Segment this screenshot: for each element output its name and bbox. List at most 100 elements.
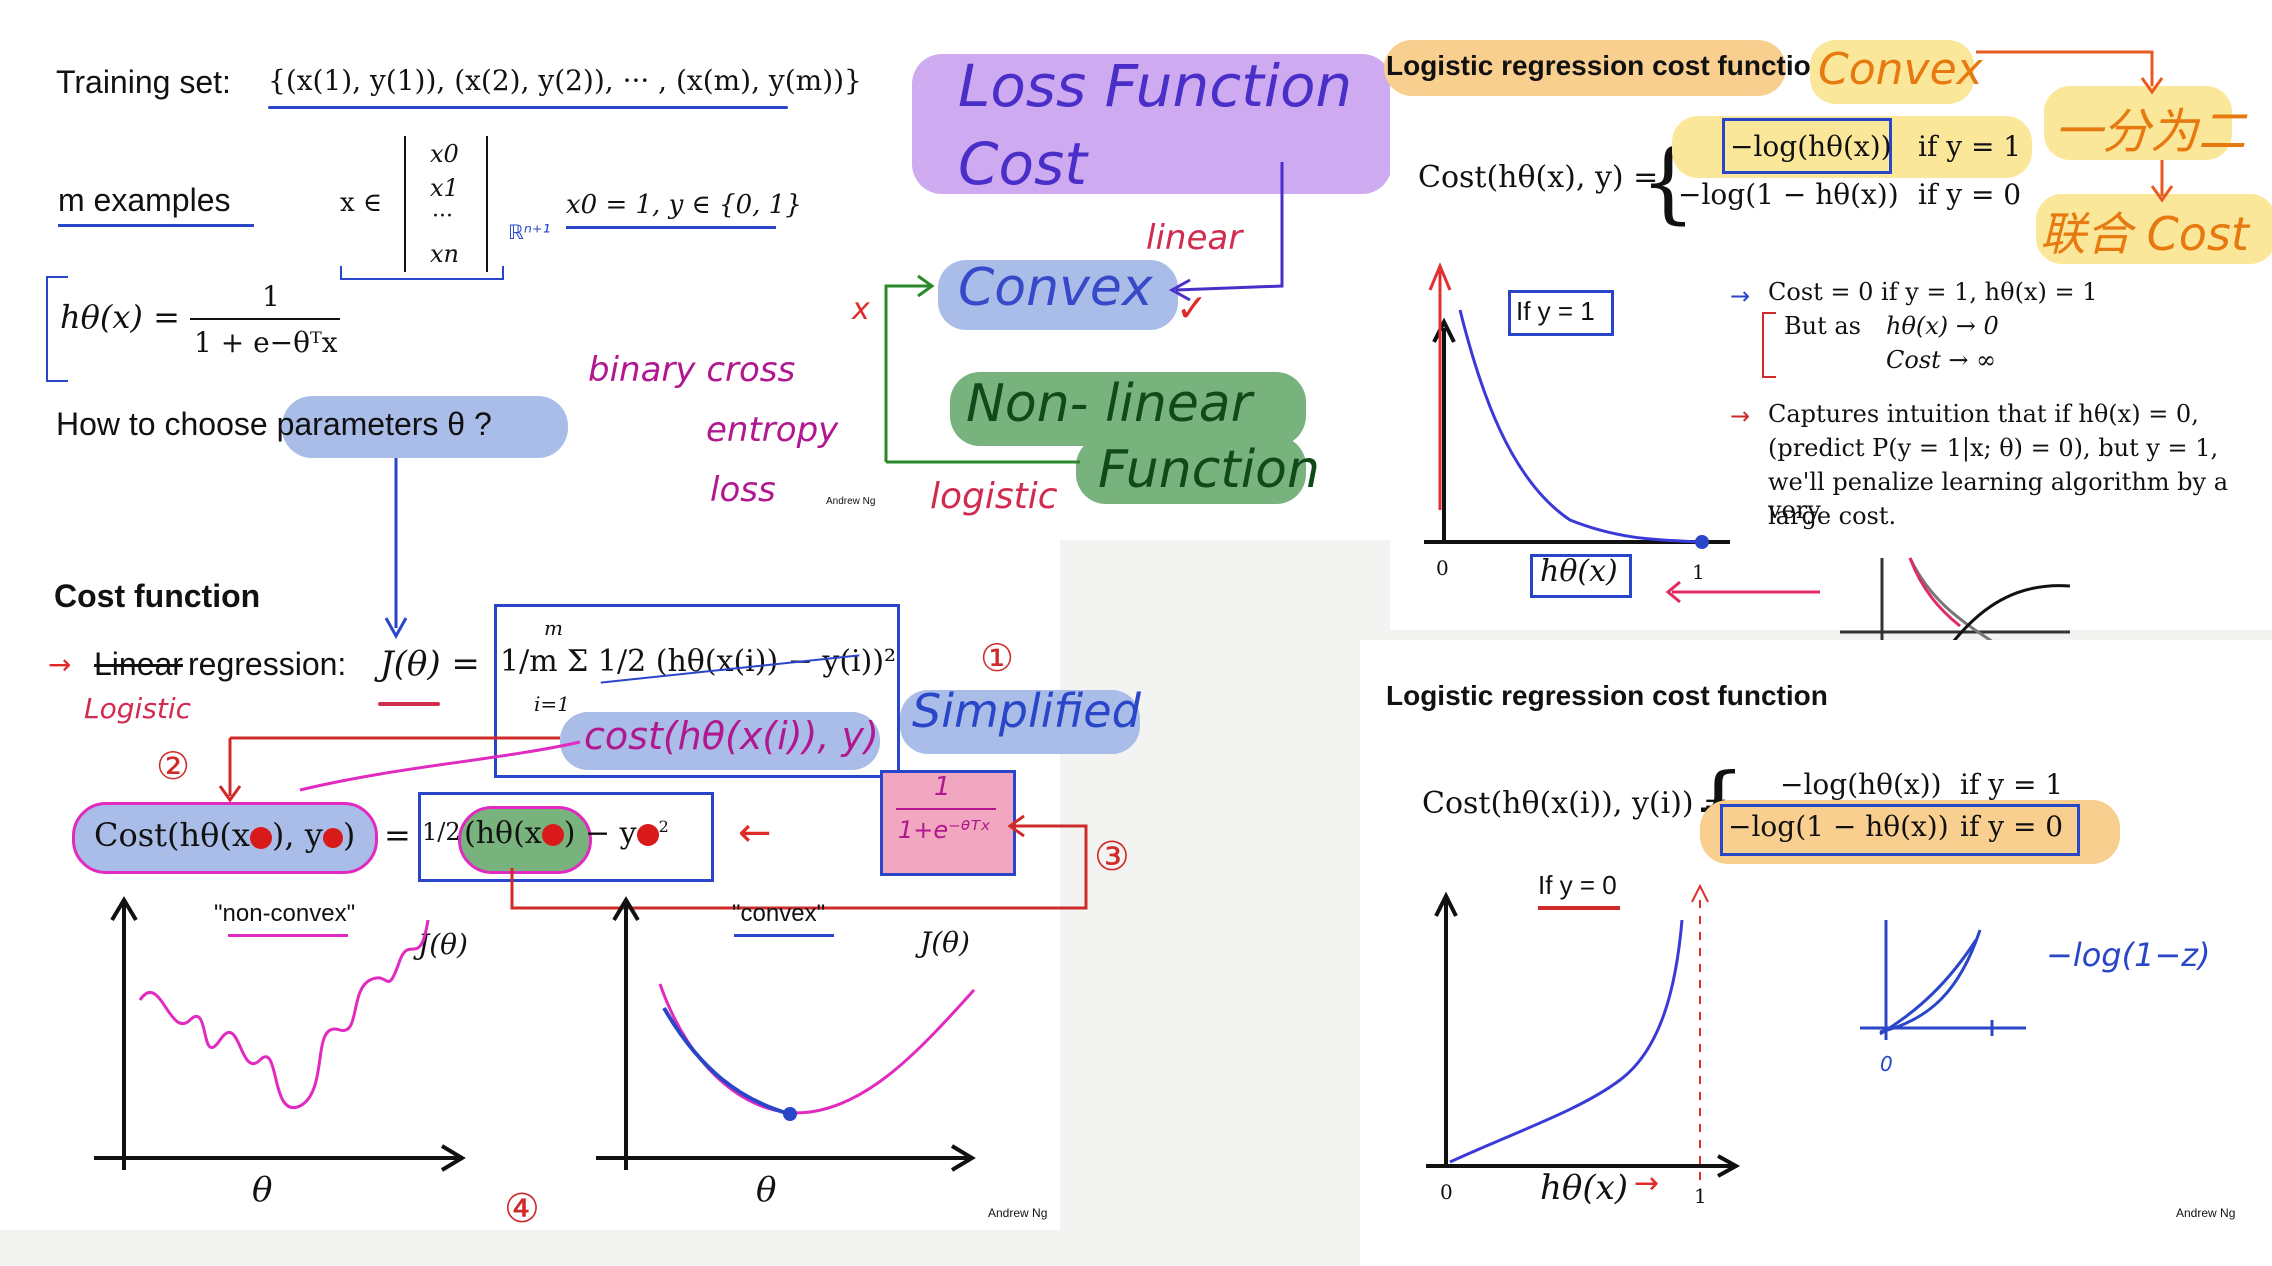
convex-note-highlight [1810, 40, 1974, 104]
sum-top: m [544, 616, 563, 640]
convex-note: Convex [1818, 44, 1983, 95]
training-set-label: Training set: [56, 64, 231, 100]
bullet1-line1: Cost = 0 if y = 1, hθ(x) = 1 [1768, 278, 2098, 306]
right-top-axis-label-box [1530, 554, 1632, 598]
cost-handwritten-highlight [560, 712, 880, 770]
sum-box [494, 604, 900, 778]
right-top-plot [1424, 262, 1730, 549]
bullet1-line3: Cost → ∞ [1886, 346, 1997, 374]
sigmoid-bar [896, 808, 996, 810]
x0-condition: x0 = 1, y ∈ {0, 1} [566, 190, 802, 220]
binary-note-3: loss [710, 470, 776, 510]
convex-highlight [938, 260, 1178, 330]
h-expr-highlight [458, 806, 592, 874]
right-top-cost-lhs: Cost(hθ(x), y) = [1418, 160, 1659, 195]
cost-lhs-end: ) [342, 816, 356, 854]
cost-label: Cost [958, 130, 1087, 198]
right-bottom-side-note: −log(1−z) [2046, 936, 2211, 974]
right-bottom-case1-cond: if y = 1 [1960, 768, 2064, 801]
if-y0-underline [1538, 906, 1620, 910]
if-y1-box [1508, 290, 1614, 336]
right-bottom-case2-expr: −log(1 − hθ(x)) [1728, 810, 1949, 843]
graph1-label-underline [228, 934, 348, 937]
cost-lhs-highlight [72, 802, 378, 874]
parameters-highlight [282, 396, 568, 458]
graph2-theta: θ [756, 1170, 777, 1210]
half-expr: 1/2 [422, 818, 461, 846]
linear-note: linear [1146, 218, 1243, 258]
convex-label: Convex [958, 258, 1153, 318]
hypothesis-numerator: 1 [262, 280, 280, 313]
loss-function-highlight [912, 54, 1392, 194]
x-mark: x [852, 292, 870, 327]
circle-number-3: ③ [1094, 834, 1130, 880]
function-highlight [1076, 436, 1306, 504]
bullet1-line2a: But as [1784, 312, 1861, 340]
case2-box [1720, 804, 2080, 856]
half-box [418, 792, 714, 882]
right-top-axis-label: hθ(x) [1540, 554, 1618, 589]
logistic-note: logistic [930, 476, 1058, 517]
right-top-axis-zero: 0 [1436, 556, 1449, 580]
binary-note-1: binary cross [588, 350, 796, 390]
bullet2-line3: we'll penalize learning algorithm by a v… [1768, 468, 2229, 524]
training-set-underline [268, 106, 788, 109]
x0-underline [566, 226, 776, 229]
bullet2-line1: Captures intuition that if hθ(x) = 0, [1768, 400, 2199, 428]
right-heading-highlight [1384, 40, 1786, 96]
nonlinear-label: Non- linear [966, 374, 1253, 434]
graph2-label: "convex" [732, 900, 826, 927]
circle-number-1: ① [980, 636, 1015, 680]
bullet2-line2: (predict P(y = 1|x; θ) = 0), but y = 1, [1768, 434, 2219, 462]
cost-lhs: Cost(hθ(x ), y) [94, 816, 355, 854]
right-bottom-heading: Logistic regression cost function [1386, 680, 1828, 711]
bullet1-arrow: → [1730, 282, 1751, 310]
right-bottom-case1-expr: −log(hθ(x)) [1780, 768, 1942, 801]
right-bottom-sketch [1860, 920, 2026, 1040]
choose-question: How to choose parameters θ ? [56, 406, 492, 442]
equals-sign: = [384, 816, 411, 854]
cost-handwritten: cost(hθ(x(i)), y) [584, 714, 879, 758]
logistic-handwritten: Logistic [84, 692, 192, 725]
graph1-label: "non-convex" [214, 900, 356, 927]
right-top-case1-cond: if y = 1 [1918, 130, 2022, 163]
check-mark: ✓ [1176, 286, 1208, 330]
sigmoid-den: 1+e⁻ᶿᵀˣ [898, 816, 991, 844]
cost-lhs-y: ), y [271, 816, 323, 854]
h-expr-text: (hθ(x [464, 816, 542, 851]
credit-top: Andrew Ng [826, 496, 876, 507]
binary-note-2: entropy [706, 410, 839, 450]
case1-highlight [1672, 116, 2032, 178]
graph2-j: J(θ) [920, 926, 970, 959]
bullet1-line2b: hθ(x) → 0 [1886, 312, 1999, 340]
right-bottom-axis-arrow: → [1634, 1166, 1660, 1201]
function-label: Function [1098, 440, 1320, 500]
right-bottom-credit: Andrew Ng [2176, 1206, 2236, 1220]
red-blob-3 [541, 824, 564, 846]
hypothesis-bracket [46, 276, 68, 382]
sigmoid-box [880, 770, 1016, 876]
m-examples-label: m examples [58, 182, 231, 218]
right-bottom-axis-one: 1 [1694, 1184, 1707, 1208]
chinese-1-highlight [2044, 86, 2232, 160]
if-y0-label: If y = 0 [1538, 870, 1617, 900]
right-bottom-slide [1360, 640, 2272, 1266]
hypothesis-fraction-bar [190, 318, 340, 320]
credit-bottom-left: Andrew Ng [988, 1206, 1048, 1220]
arrow-note: → [48, 648, 72, 681]
graph2-label-underline [734, 934, 834, 937]
chinese-2-highlight [2036, 194, 2272, 264]
left-connector-lines [218, 162, 1284, 910]
bullet2-line4: large cost. [1768, 502, 1897, 530]
right-top-case2-cond: if y = 0 [1918, 178, 2022, 211]
bullet1-bracket [1762, 312, 1776, 378]
hypothesis-denominator: 1 + e−θᵀx [194, 326, 338, 359]
square-text: 2 [658, 817, 669, 836]
right-bottom-side-zero: 0 [1880, 1052, 1893, 1076]
chinese-note-2: 联合 Cost [2040, 207, 2249, 261]
loss-function-label: Loss Function [958, 52, 1353, 120]
cost-lhs-text: Cost(hθ(x [94, 816, 250, 854]
circle-number-2: ② [156, 744, 191, 788]
right-top-axis-one: 1 [1692, 560, 1705, 584]
m-examples-underline [58, 224, 254, 227]
